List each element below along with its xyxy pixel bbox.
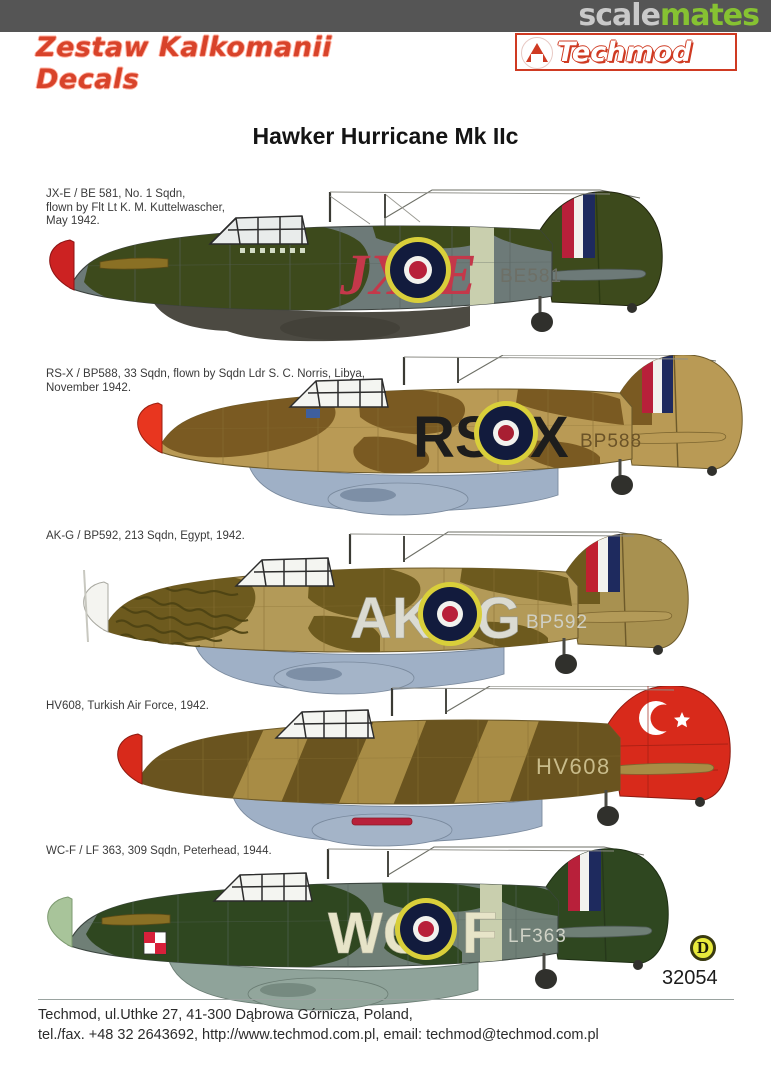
roundel-wc-f bbox=[395, 898, 457, 960]
aircraft-profile-hv608: HV608 bbox=[108, 686, 771, 861]
aircraft-profile-rs-x: RS X BP588 bbox=[128, 355, 771, 530]
code-right-ak-g: G bbox=[476, 586, 521, 651]
footer-divider bbox=[38, 999, 734, 1000]
aircraft-profile-ak-g: AK G BP592 bbox=[58, 520, 758, 695]
logo-triangle-cutout bbox=[531, 54, 543, 62]
serial-rs-x: BP588 bbox=[580, 431, 642, 452]
aircraft-profile-jx-e: JX E BE581 bbox=[40, 178, 740, 353]
roundel-jx-e bbox=[385, 237, 451, 303]
fin-flash-blue bbox=[583, 191, 595, 258]
techmod-brand-text: Techmod bbox=[557, 37, 692, 68]
fin-flash-white bbox=[574, 191, 583, 258]
techmod-logo: Techmod bbox=[515, 33, 737, 71]
scale-badge-d: D bbox=[690, 935, 716, 961]
page-title: Hawker Hurricane Mk IIc bbox=[252, 123, 519, 149]
serial-hv608: HV608 bbox=[536, 754, 611, 779]
product-code: 32054 bbox=[662, 967, 718, 989]
spinner-wc-f bbox=[47, 896, 73, 948]
footer-address: Techmod, ul.Uthke 27, 41-300 Dąbrowa Gór… bbox=[38, 1005, 599, 1045]
watermark-scale-text: scale bbox=[578, 0, 661, 33]
turkish-crescent-star-icon bbox=[639, 701, 690, 735]
scalemates-watermark: scalemates bbox=[578, 0, 760, 33]
aircraft-profile-wc-f: WC F LF363 bbox=[38, 840, 738, 1015]
caption-hv608: HV608, Turkish Air Force, 1942. bbox=[46, 700, 209, 712]
footer-line-2: tel./fax. +48 32 2643692, http://www.tec… bbox=[38, 1027, 599, 1043]
caption-rs-x: RS-X / BP588, 33 Sqdn, flown by Sqdn Ldr… bbox=[46, 368, 365, 394]
caption-wc-f: WC-F / LF 363, 309 Sqdn, Peterhead, 1944… bbox=[46, 845, 272, 857]
polish-title: Zestaw Kalkomanii Decals bbox=[36, 32, 332, 95]
spinner-ak-g bbox=[83, 581, 109, 633]
turkish-rudder bbox=[607, 686, 731, 801]
serial-ak-g: BP592 bbox=[526, 612, 588, 633]
watermark-bar bbox=[0, 0, 771, 32]
caption-jx-e: JX-E / BE 581, No. 1 Sqdn, flown by Flt … bbox=[46, 188, 225, 227]
fin-flash-red bbox=[562, 191, 574, 258]
main-wheel bbox=[531, 312, 553, 332]
spinner-hv608 bbox=[117, 733, 143, 785]
caption-ak-g: AK-G / BP592, 213 Sqdn, Egypt, 1942. bbox=[46, 530, 245, 542]
roundel-rs-x bbox=[474, 401, 538, 465]
code-right-wc-f: F bbox=[462, 901, 497, 966]
logo-circle-icon bbox=[521, 37, 553, 69]
roundel-ak-g bbox=[418, 582, 482, 646]
spinner-rs-x bbox=[137, 402, 163, 454]
footer-line-1: Techmod, ul.Uthke 27, 41-300 Dąbrowa Gór… bbox=[38, 1007, 413, 1023]
spinner-jx-e bbox=[49, 239, 75, 291]
serial-wc-f: LF363 bbox=[508, 926, 567, 947]
polish-checkerboard-marking bbox=[143, 931, 167, 955]
watermark-mates-text: mates bbox=[659, 0, 760, 33]
serial-jx-e: BE581 bbox=[500, 266, 562, 287]
